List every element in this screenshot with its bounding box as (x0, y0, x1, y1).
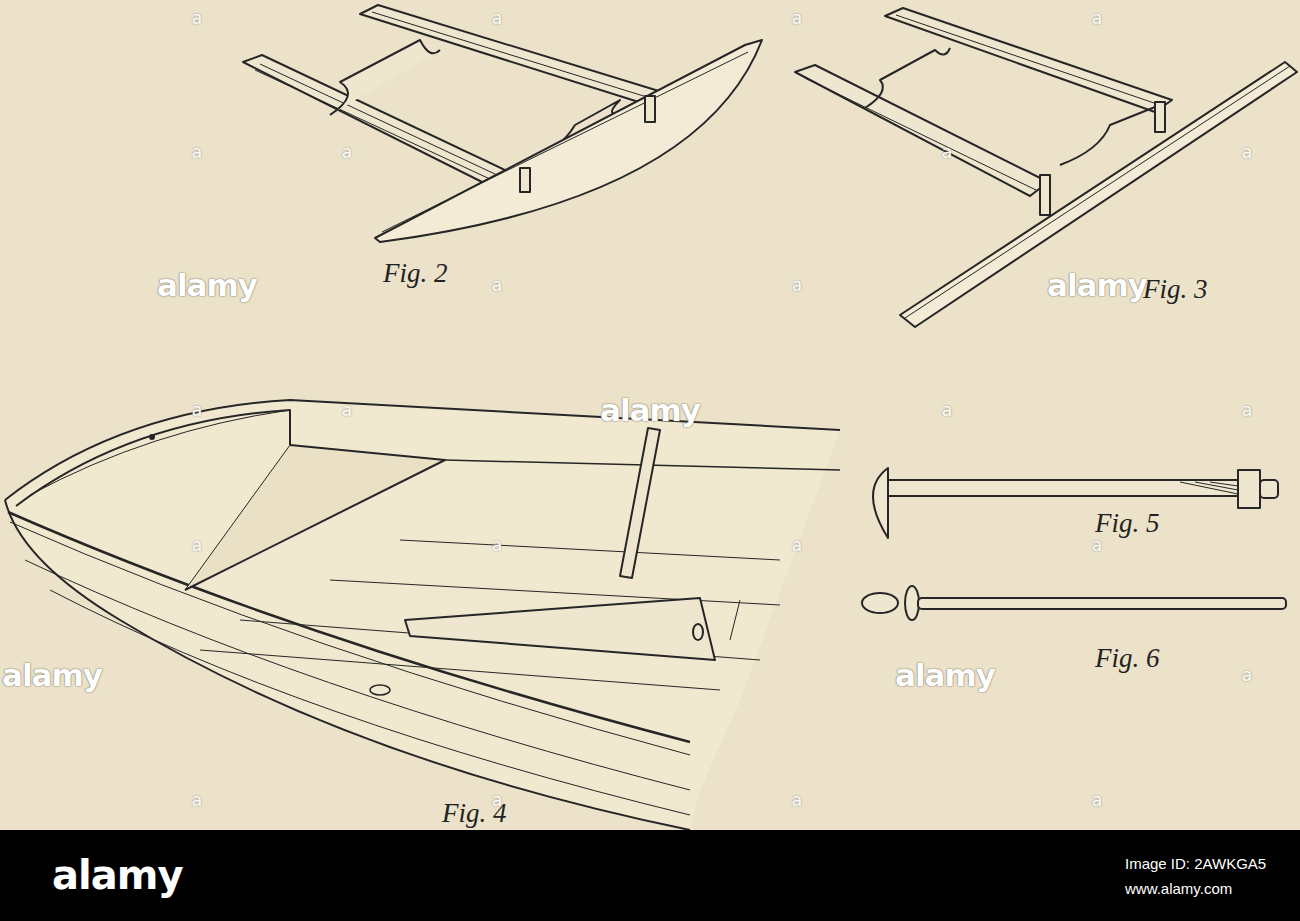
stock-url: www.alamy.com (1125, 880, 1232, 897)
watermark-mark: a (342, 142, 352, 162)
watermark-mark: a (1242, 142, 1252, 162)
sled-frame-fig3 (795, 8, 1297, 327)
watermark-mark: a (1092, 790, 1102, 810)
watermark-mark: a (342, 400, 352, 420)
figure-label: Fig. 2 (383, 258, 448, 289)
sled-frame-fig2 (243, 5, 762, 242)
image-id: Image ID: 2AWKGA5 (1125, 855, 1266, 872)
watermark: alamy (157, 267, 257, 303)
watermark-mark: a (942, 142, 952, 162)
figure-label: Fig. 6 (1095, 643, 1160, 674)
watermark-mark: a (492, 275, 502, 295)
watermark-mark: a (1242, 665, 1252, 685)
rivet-rod-fig6 (862, 586, 1286, 620)
carriage-bolt-fig5 (873, 468, 1278, 538)
watermark-mark: a (192, 8, 202, 28)
watermark-mark: a (192, 535, 202, 555)
watermark-mark: a (192, 400, 202, 420)
watermark-mark: a (492, 8, 502, 28)
figure-label: Fig. 3 (1143, 274, 1208, 305)
boat-bow-fig4 (5, 400, 840, 830)
watermark-mark: a (492, 790, 502, 810)
watermark: alamy (1047, 267, 1147, 303)
figure-label: Fig. 5 (1095, 508, 1160, 539)
watermark-mark: a (1242, 400, 1252, 420)
watermark-mark: a (1092, 535, 1102, 555)
stock-logo: alamy (52, 852, 182, 898)
watermark-mark: a (792, 275, 802, 295)
watermark-mark: a (792, 535, 802, 555)
watermark-mark: a (1092, 8, 1102, 28)
watermark: alamy (895, 657, 995, 693)
footer-bar (0, 830, 1300, 921)
watermark-mark: a (492, 535, 502, 555)
watermark-mark: a (942, 400, 952, 420)
watermark: alamy (600, 392, 700, 428)
watermark: alamy (2, 657, 102, 693)
watermark-mark: a (192, 790, 202, 810)
watermark-mark: a (792, 790, 802, 810)
watermark-mark: a (792, 8, 802, 28)
watermark-mark: a (192, 142, 202, 162)
